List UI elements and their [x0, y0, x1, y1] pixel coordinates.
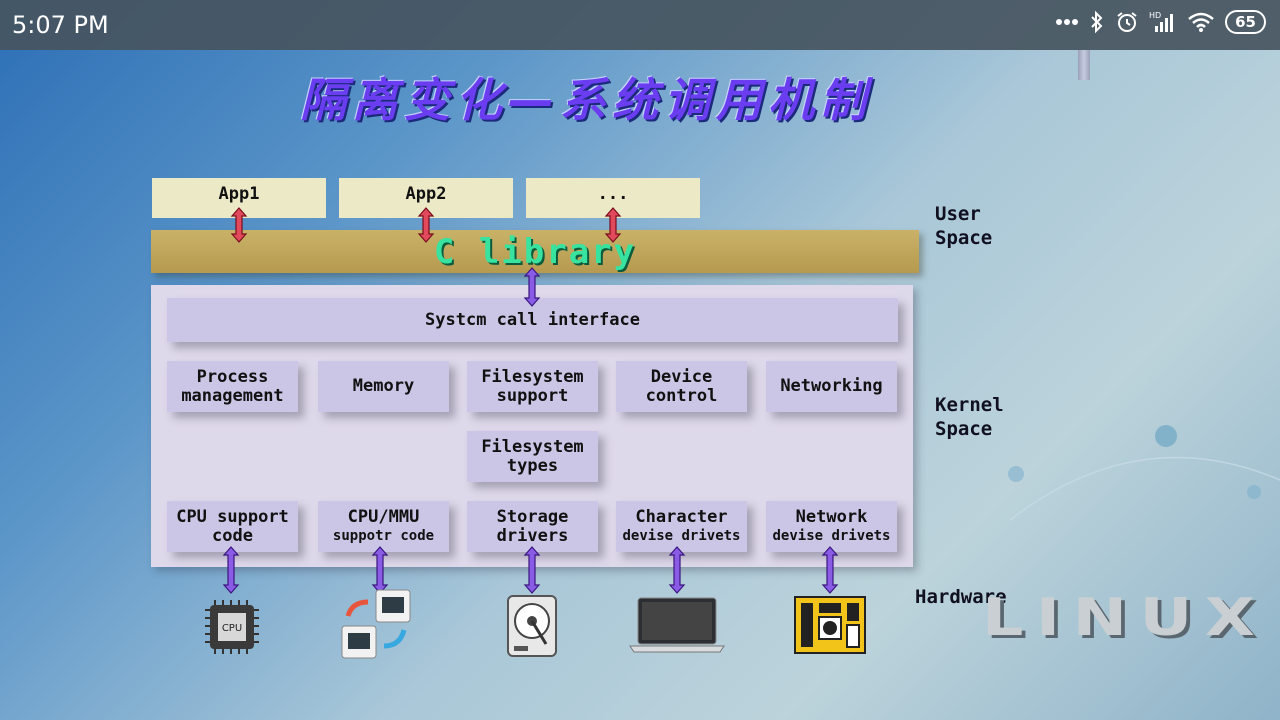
- syscall-arrow-icon: [523, 267, 541, 307]
- hard-disk-icon: [507, 595, 557, 657]
- more-dots-icon: [1055, 18, 1079, 26]
- battery-indicator: 65: [1225, 10, 1266, 34]
- user-space-label-1: User: [935, 203, 981, 225]
- cpu-support-label-1: CPU support: [176, 506, 289, 527]
- character-hw-arrow-icon: [668, 546, 686, 594]
- c-library-bar: C library: [151, 230, 919, 273]
- system-call-interface-label: Systcm call interface: [425, 309, 640, 330]
- kernel-space-label-1: Kernel: [935, 394, 1004, 416]
- character-label-1: Character: [635, 506, 728, 527]
- user-space-label: User Space: [935, 202, 992, 250]
- networking-box: Networking: [766, 361, 897, 412]
- cpu-support-label-2: code: [212, 525, 253, 546]
- alarm-clock-icon: [1115, 10, 1139, 34]
- kernel-space-label: Kernel Space: [935, 393, 1004, 441]
- status-bar: 5:07 PM HD 65: [0, 0, 1280, 50]
- slide-title: 隔离变化—系统调用机制: [300, 73, 872, 127]
- cpu-chip-icon: CPU: [205, 600, 259, 654]
- decor-orbit: [1008, 425, 1280, 521]
- app-more-arrow-icon: [604, 207, 622, 243]
- decor-bar: [1078, 50, 1090, 80]
- hardware-label: Hardware: [915, 586, 1007, 608]
- kernel-space-label-2: Space: [935, 418, 993, 440]
- network-ports-icon: [341, 589, 411, 659]
- status-icons: HD 65: [1055, 10, 1266, 34]
- user-space-label-2: Space: [935, 227, 993, 249]
- memory-box: Memory: [318, 361, 449, 412]
- cpu-chip-text: CPU: [222, 623, 242, 634]
- motherboard-icon: [794, 596, 866, 654]
- fs-support-label-2: support: [496, 385, 569, 406]
- fs-types-label-2: types: [506, 455, 559, 476]
- memory-label: Memory: [352, 376, 415, 396]
- fs-support-label-1: Filesystem: [481, 366, 584, 387]
- storage-hw-arrow-icon: [523, 546, 541, 594]
- signal-hd-icon: HD: [1149, 10, 1177, 34]
- device-label-2: control: [645, 385, 718, 406]
- app2-arrow-icon: [417, 207, 435, 243]
- storage-label-2: drivers: [496, 525, 569, 546]
- mmu-label-1: CPU/MMU: [347, 506, 420, 527]
- linux-watermark: LINUX: [982, 588, 1268, 648]
- cpu-hw-arrow-icon: [222, 546, 240, 594]
- network-hw-arrow-icon: [821, 546, 839, 594]
- process-label-2: management: [181, 385, 284, 406]
- network-label-2: devise drivets: [772, 527, 891, 544]
- svg-text:HD: HD: [1149, 11, 1161, 20]
- laptop-icon: [629, 597, 725, 653]
- status-time: 5:07 PM: [12, 11, 109, 39]
- network-label-1: Network: [795, 506, 868, 527]
- device-label-1: Device: [650, 366, 713, 387]
- app1-arrow-icon: [230, 207, 248, 243]
- networking-label: Networking: [780, 376, 883, 396]
- bluetooth-icon: [1089, 10, 1105, 34]
- character-label-2: devise drivets: [622, 527, 741, 544]
- storage-label-1: Storage: [496, 506, 569, 527]
- wifi-icon: [1187, 11, 1215, 33]
- mmu-label-2: suppotr code: [332, 527, 435, 544]
- c-library-label: C library: [433, 231, 637, 272]
- process-label-1: Process: [196, 366, 269, 387]
- fs-types-label-1: Filesystem: [481, 436, 584, 457]
